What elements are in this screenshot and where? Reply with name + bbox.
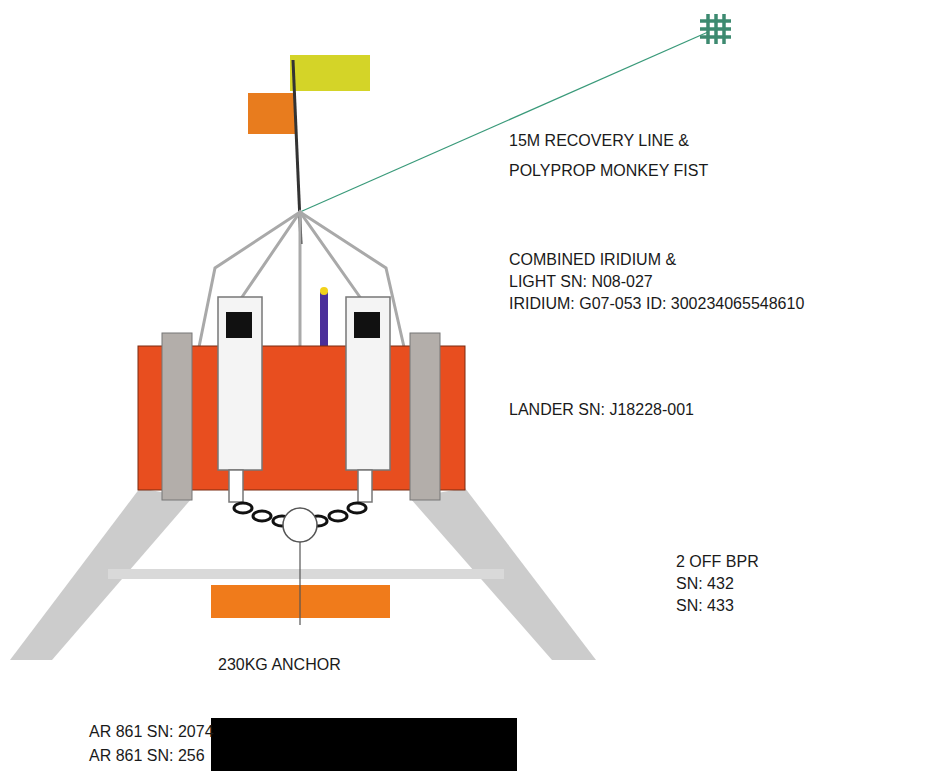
part-label: SN: 432 [676,574,734,594]
release-shaft [358,470,372,502]
ring [283,508,317,542]
yellow-flag [290,55,370,91]
anchor-line [299,585,300,618]
bpr-sensor [226,312,252,338]
anchor-line [299,542,300,625]
part-label: 230KG ANCHOR [218,655,341,675]
bpr-cylinder [346,297,390,470]
part-label: AR 861 SN: 256 [89,746,205,766]
release-shaft [229,470,243,502]
redaction-block [211,718,517,771]
anchor-weight [211,585,390,618]
part-label: COMBINED IRIDIUM & [509,250,676,270]
part-label: 15M RECOVERY LINE & [509,131,689,151]
cross-bar [108,569,504,579]
bpr-cylinder [218,297,262,470]
iridium-antenna [320,292,328,346]
part-label: LIGHT SN: N08-027 [509,272,653,292]
bail-frame [199,212,404,347]
side-bar [410,333,440,500]
orange-flag [248,93,296,134]
part-label: POLYPROP MONKEY FIST [509,161,708,181]
monkey-fist [700,14,731,44]
part-label: AR 861 SN: 2074 [89,722,214,742]
part-label: 2 OFF BPR [676,552,759,572]
light [320,287,328,295]
part-label: LANDER SN: J18228-001 [509,400,694,420]
part-label: IRIDIUM: G07-053 ID: 300234065548610 [509,294,804,314]
side-bar [162,333,192,500]
bpr-sensor [354,312,380,338]
part-label: SN: 433 [676,596,734,616]
